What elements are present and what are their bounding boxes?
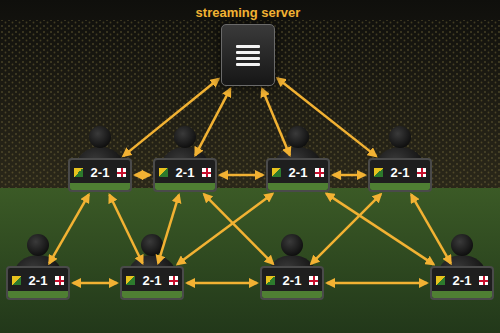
screen-strip (70, 183, 130, 190)
team-flag (309, 276, 318, 285)
screen-strip (432, 291, 492, 298)
server-slot (236, 57, 260, 60)
stream-arrow (49, 195, 88, 264)
team-flag (74, 168, 83, 177)
stream-arrow (73, 282, 117, 285)
team-flag (479, 276, 488, 285)
team-flag (202, 168, 211, 177)
stream-arrow (109, 195, 142, 264)
stream-arrow (311, 194, 381, 264)
stream-arrow (327, 282, 427, 285)
tablet-screen: 2-1 (430, 266, 494, 300)
server-slot (236, 63, 260, 66)
team-flag (272, 168, 281, 177)
tablet-screen: 2-1 (6, 266, 70, 300)
stream-arrow (187, 282, 257, 285)
stream-arrow (177, 194, 272, 264)
team-flag (12, 276, 21, 285)
score-text: 2-1 (8, 268, 68, 288)
screen-strip (262, 291, 322, 298)
score-text: 2-1 (370, 160, 430, 180)
team-flag (374, 168, 383, 177)
team-flag (266, 276, 275, 285)
team-flag (169, 276, 178, 285)
server-box: streaming server (221, 24, 275, 86)
team-flag (55, 276, 64, 285)
stream-arrow (262, 89, 290, 155)
screen-strip (122, 291, 182, 298)
tablet-screen: 2-1 (368, 158, 432, 192)
team-flag (436, 276, 445, 285)
team-flag (417, 168, 426, 177)
stream-arrow (204, 194, 273, 264)
stream-arrow (333, 174, 365, 177)
stream-arrow (195, 89, 230, 156)
team-flag (315, 168, 324, 177)
team-flag (159, 168, 168, 177)
stream-arrow (123, 79, 218, 156)
screen-strip (8, 291, 68, 298)
tablet-screen: 2-1 (266, 158, 330, 192)
screen-strip (268, 183, 328, 190)
node-heading: streaming server (196, 5, 301, 20)
server-slot (236, 45, 260, 48)
score-text: 2-1 (262, 268, 322, 288)
team-flag (117, 168, 126, 177)
score-text: 2-1 (432, 268, 492, 288)
server-icon (233, 40, 263, 70)
stream-arrow (158, 195, 179, 263)
tablet-screen: 2-1 (153, 158, 217, 192)
screen-strip (155, 183, 215, 190)
team-flag (126, 276, 135, 285)
score-text: 2-1 (155, 160, 215, 180)
stream-arrow (277, 78, 376, 156)
tablet-screen: 2-1 (260, 266, 324, 300)
score-text: 2-1 (122, 268, 182, 288)
tablet-screen: 2-1 (120, 266, 184, 300)
screen-strip (370, 183, 430, 190)
score-text: 2-1 (268, 160, 328, 180)
stream-arrow (135, 174, 150, 177)
stream-arrow (220, 174, 263, 177)
server-slot (236, 51, 260, 54)
stream-arrow (411, 195, 450, 264)
tablet-screen: 2-1 (68, 158, 132, 192)
score-text: 2-1 (70, 160, 130, 180)
pitch (0, 188, 500, 333)
